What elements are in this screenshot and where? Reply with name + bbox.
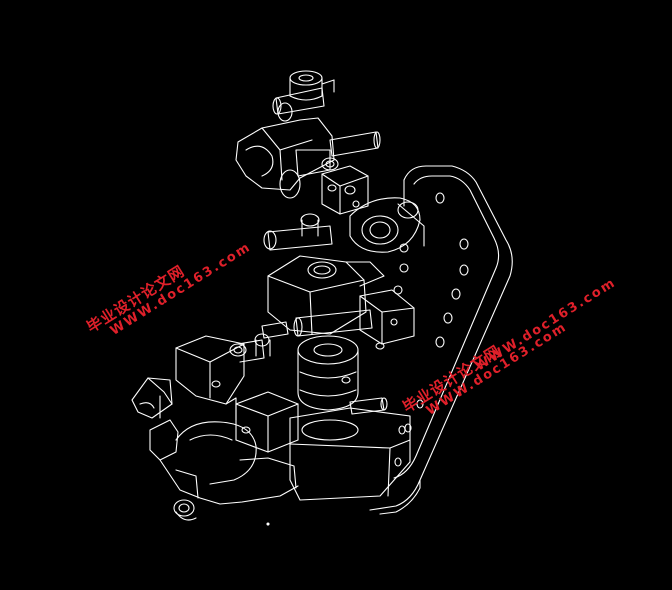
- right-side-block: [359, 289, 415, 350]
- right-upper-pin: [321, 131, 381, 171]
- swivel-washer: [349, 197, 425, 295]
- central-cube-block: [267, 255, 385, 335]
- top-cap-screw: [289, 70, 335, 101]
- bottom-right-pin: [349, 397, 388, 415]
- cylinder-boss: [297, 335, 359, 411]
- mid-support-block: [321, 165, 369, 215]
- left-swing-arm: [131, 377, 299, 505]
- left-clamp-jaw: [175, 335, 245, 421]
- lower-pin: [293, 309, 373, 337]
- base-plate: [289, 407, 411, 501]
- tiny-mark: [266, 522, 270, 526]
- back-mounting-plate: [369, 165, 513, 515]
- left-pin: [272, 87, 325, 115]
- lower-block: [235, 391, 299, 453]
- middle-pin: [263, 213, 333, 251]
- upper-clamp-bracket: [235, 102, 335, 199]
- left-small-screws: [229, 321, 289, 363]
- bottom-screw: [173, 499, 197, 521]
